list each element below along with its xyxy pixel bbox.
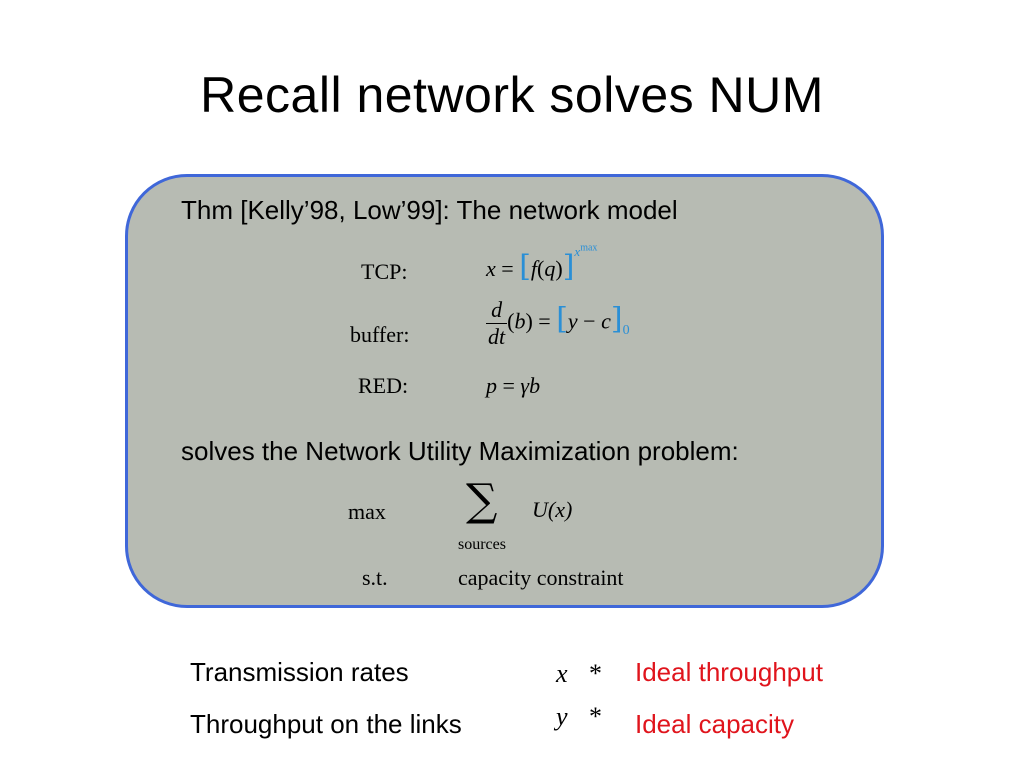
red-label: RED:	[358, 373, 409, 398]
num-objective: U(x)	[532, 497, 573, 522]
red-equation: p = γb	[486, 373, 541, 398]
y-star-symbol: y⃗*	[556, 702, 601, 731]
ideal-throughput-label: Ideal throughput	[635, 657, 823, 687]
summation-symbol: ∑	[466, 475, 498, 526]
theorem-box: Thm [Kelly’98, Low’99]: The network mode…	[125, 174, 884, 608]
solves-statement: solves the Network Utility Maximization …	[181, 436, 739, 466]
num-max-label: max	[348, 499, 386, 524]
num-st-label: s.t.	[362, 565, 388, 590]
num-constraint: capacity constraint	[458, 565, 624, 590]
throughput-links-label: Throughput on the links	[190, 709, 462, 739]
x-star-symbol: x⃗*	[556, 659, 601, 688]
summation-subscript: sources	[458, 536, 506, 553]
ideal-capacity-label: Ideal capacity	[635, 709, 794, 739]
theorem-heading: Thm [Kelly’98, Low’99]: The network mode…	[181, 195, 678, 225]
tcp-equation: x = [f(q)]xmax	[486, 242, 598, 284]
slide-title: Recall network solves NUM	[200, 67, 824, 123]
buffer-label: buffer:	[350, 322, 410, 347]
tcp-label: TCP:	[361, 259, 408, 284]
transmission-rates-label: Transmission rates	[190, 657, 409, 687]
